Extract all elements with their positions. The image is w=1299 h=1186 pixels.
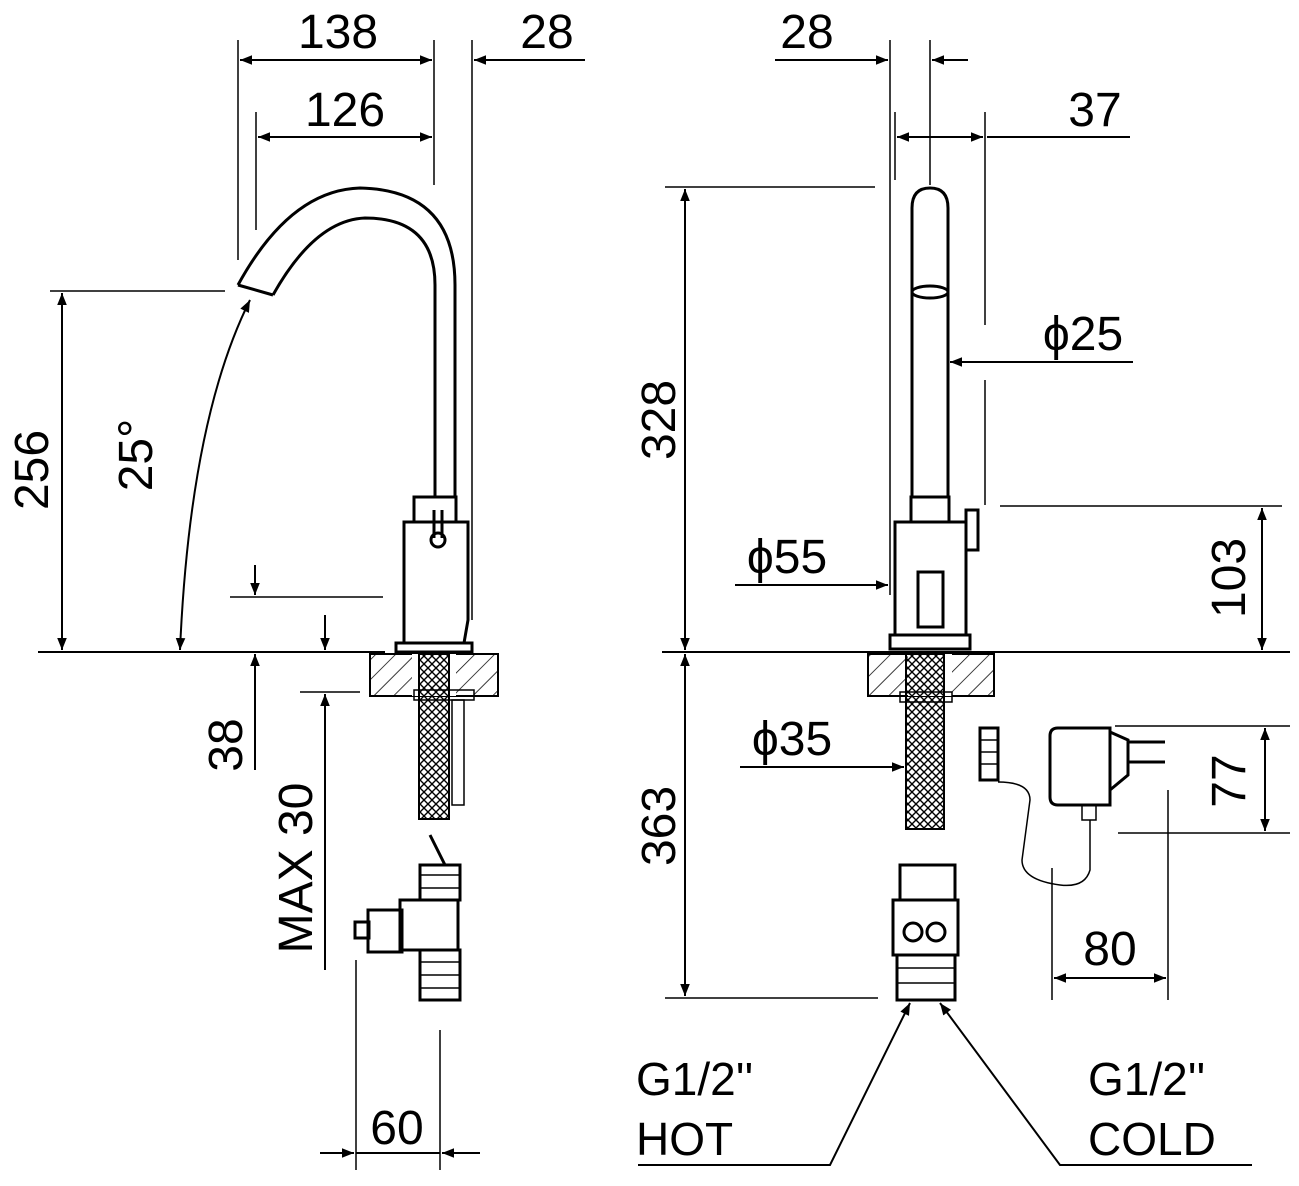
hot-thread-label: G1/2'' — [636, 1053, 753, 1105]
lever-stub — [964, 508, 980, 552]
dim-total-reach: 138 — [298, 6, 378, 59]
cold-leader — [939, 1002, 1252, 1166]
dim-hose-diameter: ϕ35 — [752, 713, 832, 766]
spout-outer — [236, 186, 457, 497]
body-front — [893, 520, 968, 637]
cold-label: COLD — [1088, 1113, 1216, 1165]
spout-front — [910, 186, 950, 497]
dim-offset: 37 — [1068, 84, 1121, 137]
hose-front — [905, 653, 945, 830]
dim-max-thickness: MAX 30 — [270, 783, 323, 954]
dim-below-deck: 38 — [200, 718, 253, 771]
collar-front — [909, 495, 951, 524]
spout-tip — [237, 283, 274, 297]
body — [402, 520, 470, 645]
power-adapter — [978, 726, 1165, 887]
body-base — [394, 641, 474, 654]
dim-body-height: 103 — [1203, 538, 1256, 618]
dim-spout-reach: 126 — [305, 84, 385, 137]
valve-front — [891, 863, 960, 1002]
cold-thread-label: G1/2'' — [1088, 1053, 1205, 1105]
spout-outlet — [910, 284, 950, 300]
dim-adapter-width: 80 — [1083, 923, 1136, 976]
dim-body-depth: 28 — [520, 6, 573, 59]
front-view: 28 37 ϕ25 328 ϕ55 103 ϕ35 363 77 80 G1/2… — [633, 6, 1290, 1166]
dim-spout-width: 28 — [780, 6, 833, 59]
hot-label: HOT — [636, 1113, 733, 1165]
dim-adapter-height: 77 — [1203, 754, 1256, 807]
hot-leader — [638, 1002, 911, 1166]
dim-base-diameter: ϕ55 — [747, 531, 827, 584]
dim-total-height: 328 — [633, 380, 686, 460]
mixing-valve — [353, 834, 462, 1002]
spout-inner — [271, 216, 437, 497]
side-view: 138 28 126 256 25° 38 MAX 30 60 — [6, 6, 585, 1170]
dim-spout-diameter: ϕ25 — [1043, 308, 1123, 361]
dim-under-length: 363 — [633, 786, 686, 866]
supply-hose — [418, 653, 450, 820]
dim-height: 256 — [6, 430, 59, 510]
sensor-knob — [429, 531, 447, 549]
dim-angle: 25° — [110, 419, 163, 492]
dim-valve-width: 60 — [370, 1102, 423, 1155]
base-front — [888, 633, 972, 651]
sensor-window — [916, 570, 945, 629]
